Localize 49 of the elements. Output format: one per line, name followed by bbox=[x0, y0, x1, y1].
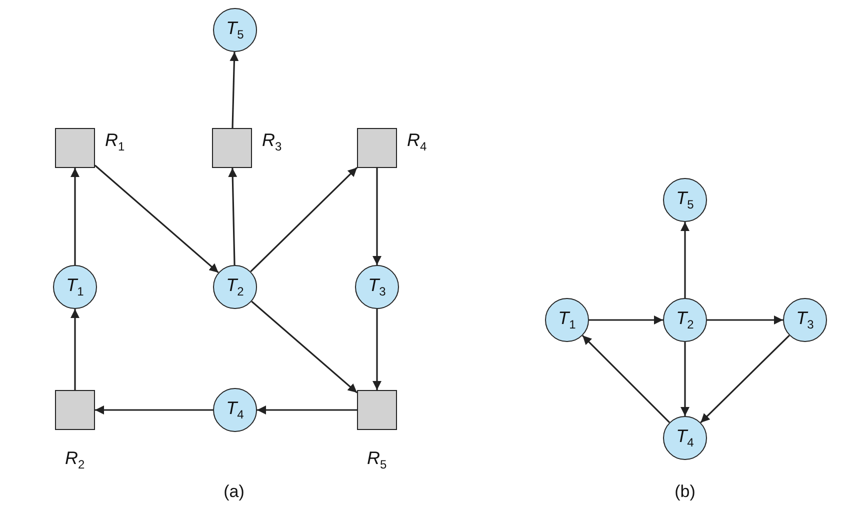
task-circle bbox=[213, 388, 257, 432]
resource-label: R$_{1}$ bbox=[105, 130, 125, 154]
node-label: T$_{4}$ bbox=[676, 426, 694, 450]
arrow bbox=[372, 168, 382, 265]
arrow bbox=[251, 300, 358, 394]
arrow bbox=[589, 316, 663, 324]
node-label: T$_{5}$ bbox=[226, 18, 244, 42]
node-label: T$_{2}$ bbox=[226, 275, 244, 299]
arrow bbox=[228, 168, 238, 266]
resource-square bbox=[212, 128, 252, 168]
task-circle bbox=[213, 8, 257, 52]
resource-label: R$_{2}$ bbox=[65, 448, 85, 472]
arrow bbox=[582, 334, 670, 424]
resource-label: R$_{5}$ bbox=[367, 448, 387, 472]
task-circle bbox=[663, 416, 707, 460]
task-circle bbox=[663, 178, 707, 222]
resource-square bbox=[357, 390, 397, 430]
resource-square bbox=[55, 390, 95, 430]
task-circle bbox=[355, 265, 399, 309]
node-label: T$_{1}$ bbox=[558, 308, 576, 332]
node-label: T$_{3}$ bbox=[796, 308, 814, 332]
node-label: T$_{4}$ bbox=[226, 398, 244, 422]
panel-caption: (b) bbox=[674, 482, 696, 502]
arrow bbox=[700, 334, 790, 424]
arrow bbox=[680, 342, 690, 416]
arrow bbox=[372, 309, 382, 390]
node-label: T$_{1}$ bbox=[66, 275, 84, 299]
node-label: T$_{2}$ bbox=[676, 308, 694, 332]
arrow bbox=[707, 316, 783, 324]
task-circle bbox=[545, 298, 589, 342]
task-circle bbox=[213, 265, 257, 309]
resource-label: R$_{3}$ bbox=[262, 130, 282, 154]
arrow bbox=[70, 309, 80, 390]
arrow bbox=[70, 168, 80, 265]
task-circle bbox=[783, 298, 827, 342]
node-label: T$_{3}$ bbox=[368, 275, 386, 299]
task-circle bbox=[663, 298, 707, 342]
node-label: T$_{5}$ bbox=[676, 188, 694, 212]
arrow bbox=[257, 406, 357, 414]
arrow bbox=[95, 406, 213, 414]
resource-label: R$_{4}$ bbox=[407, 130, 427, 154]
resource-square bbox=[357, 128, 397, 168]
arrow bbox=[250, 167, 358, 272]
task-circle bbox=[53, 265, 97, 309]
resource-square bbox=[55, 128, 95, 168]
panel-caption: (a) bbox=[224, 482, 244, 502]
arrow bbox=[680, 222, 690, 298]
arrow bbox=[94, 164, 219, 274]
arrow bbox=[230, 52, 239, 128]
